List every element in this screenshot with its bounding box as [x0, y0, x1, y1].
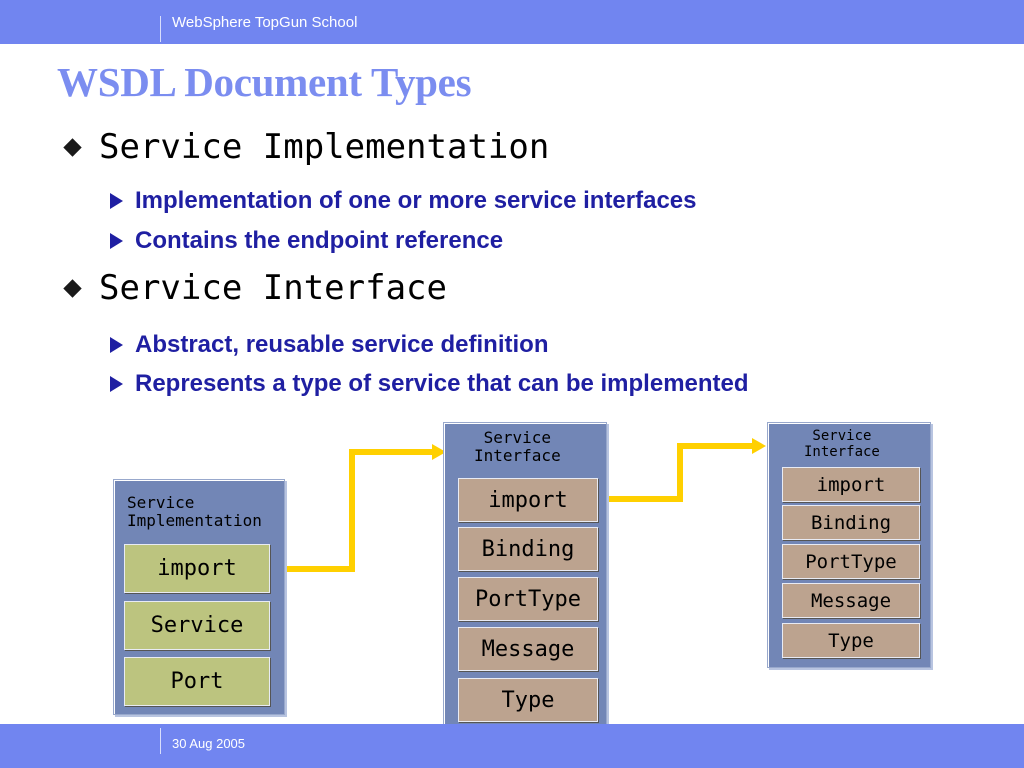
iface2-import-cell: import	[782, 467, 920, 502]
box-label-line: Service	[127, 493, 195, 512]
bullet-service-interface: Service Interface	[62, 268, 447, 308]
bullet-service-implementation: Service Implementation	[62, 127, 549, 167]
service-interface-box: Service Interface import Binding PortTyp…	[443, 422, 607, 736]
impl-service-cell: Service	[124, 601, 270, 650]
connector-impl-to-interface	[270, 449, 432, 572]
footer-divider	[160, 728, 161, 754]
sub-bullet: Implementation of one or more service in…	[110, 187, 697, 215]
school-name: WebSphere TopGun School	[172, 14, 358, 31]
sub-bullet-text: Abstract, reusable service definition	[135, 331, 549, 358]
connector-interface-to-interface	[598, 443, 752, 502]
header-divider	[160, 16, 161, 42]
arrow-bullet-icon	[110, 337, 123, 353]
iface2-binding-cell: Binding	[782, 505, 920, 540]
header-bar: WebSphere TopGun School	[0, 0, 1024, 44]
service-interface-box-2: Service Interface import Binding PortTyp…	[767, 422, 931, 668]
iface-porttype-cell: PortType	[458, 577, 598, 621]
service-implementation-box: Service Implementation import Service Po…	[113, 479, 285, 715]
box-label-line: Service	[483, 428, 552, 447]
connector-arrowhead-1	[432, 444, 446, 460]
iface2-type-cell: Type	[782, 623, 920, 658]
iface-binding-cell: Binding	[458, 527, 598, 571]
box-label-line: Interface	[804, 444, 880, 461]
box-label-line: Service	[812, 428, 872, 444]
sub-bullet-text: Implementation of one or more service in…	[135, 187, 697, 214]
arrow-bullet-icon	[110, 376, 123, 392]
connector-arrowhead-2	[752, 438, 766, 454]
slide-date: 30 Aug 2005	[172, 736, 246, 751]
iface-message-cell: Message	[458, 627, 598, 671]
sub-bullet-text: Represents a type of service that can be…	[135, 370, 749, 397]
impl-port-cell: Port	[124, 657, 270, 706]
impl-import-cell: import	[124, 544, 270, 593]
sub-bullet-text: Contains the endpoint reference	[135, 227, 504, 254]
arrow-bullet-icon	[110, 193, 123, 209]
box-label: Service Interface	[804, 428, 880, 460]
arrow-bullet-icon	[110, 233, 123, 249]
slide-title: WSDL Document Types	[57, 59, 472, 105]
sub-bullet: Contains the endpoint reference	[110, 227, 503, 255]
box-label: Service Interface	[474, 428, 561, 466]
bullet-heading: Service Interface	[99, 268, 447, 308]
iface-type-cell: Type	[458, 678, 598, 722]
box-label: Service Implementation	[127, 493, 262, 531]
footer-bar: 30 Aug 2005	[0, 724, 1024, 768]
box-label-line: Interface	[474, 446, 561, 466]
iface-import-cell: import	[458, 478, 598, 522]
bullet-heading: Service Implementation	[99, 127, 550, 167]
iface2-message-cell: Message	[782, 583, 920, 618]
iface2-porttype-cell: PortType	[782, 544, 920, 579]
box-label-line: Implementation	[127, 511, 262, 531]
sub-bullet: Represents a type of service that can be…	[110, 370, 749, 398]
sub-bullet: Abstract, reusable service definition	[110, 331, 548, 359]
